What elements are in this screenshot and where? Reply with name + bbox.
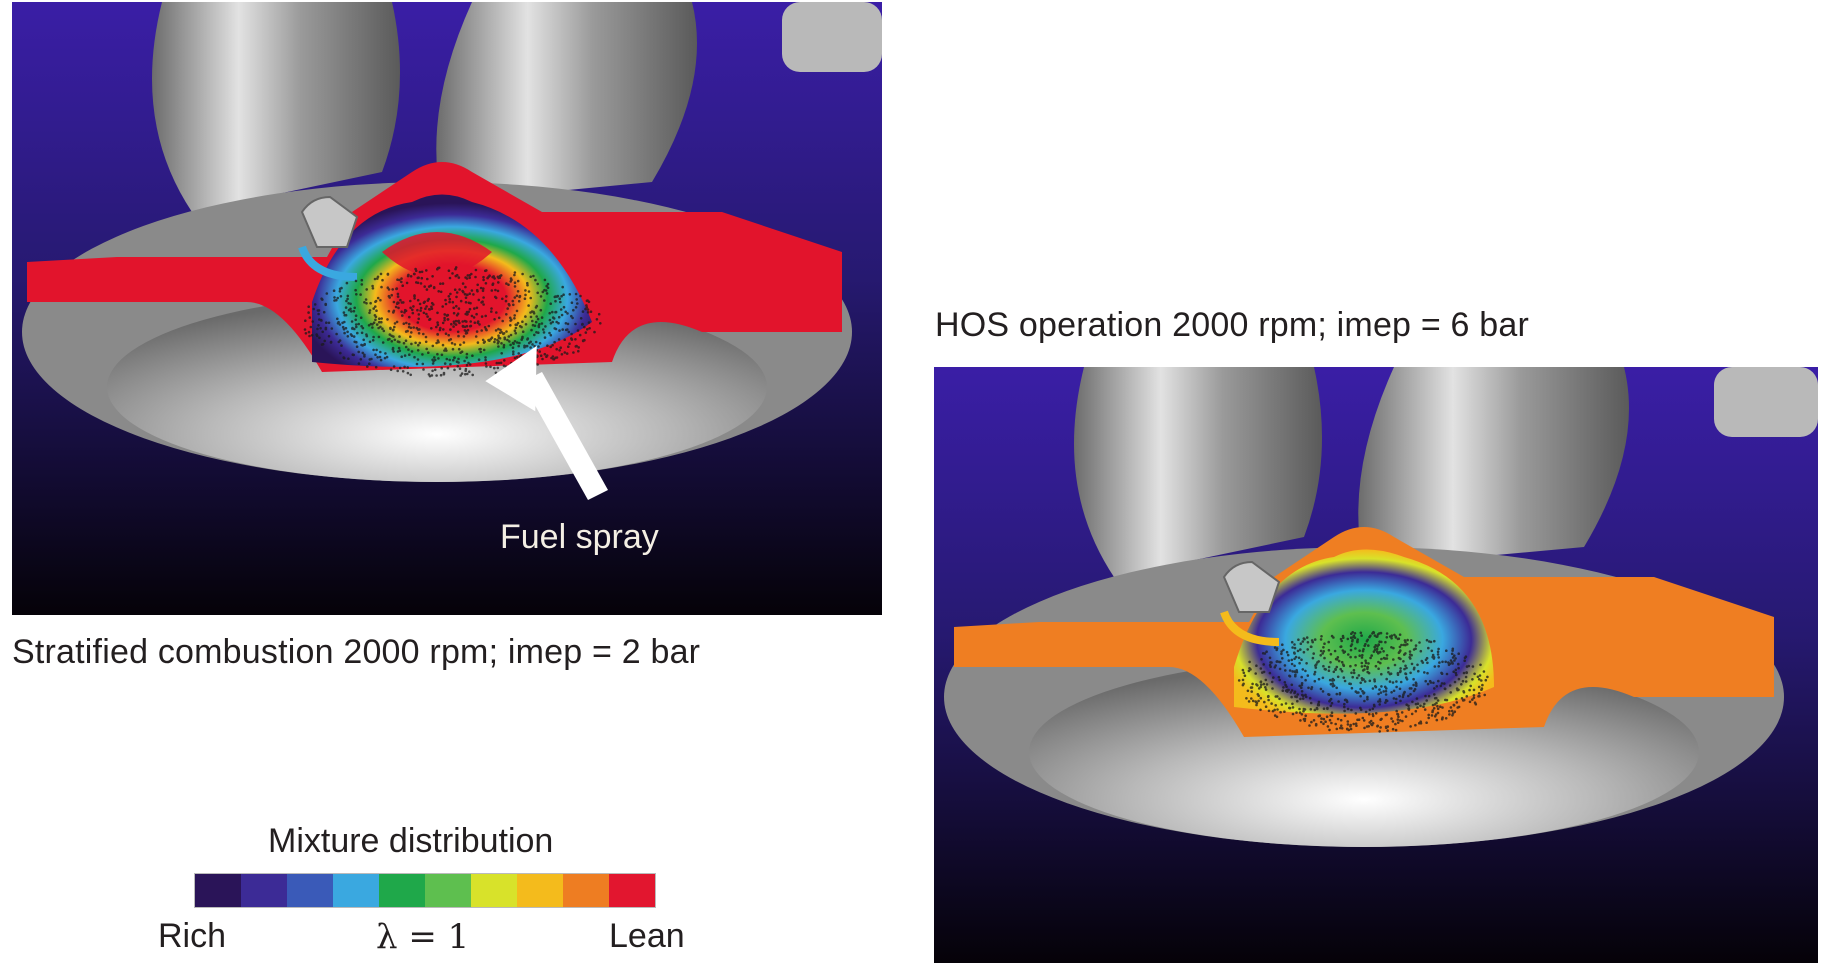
fuel-spray-label: Fuel spray bbox=[500, 518, 659, 556]
fuel-spray-arrow bbox=[485, 345, 608, 500]
legend-swatch-7 bbox=[471, 874, 517, 907]
legend-title: Mixture distribution bbox=[268, 822, 554, 860]
legend-swatch-6 bbox=[425, 874, 471, 907]
stratified-caption: Stratified combustion 2000 rpm; imep = 2… bbox=[12, 633, 701, 671]
legend-swatch-8 bbox=[517, 874, 563, 907]
legend-swatch-2 bbox=[241, 874, 287, 907]
stratified-combustion-image bbox=[12, 2, 882, 615]
hos-operation-image bbox=[934, 367, 1818, 963]
legend-swatch-1 bbox=[195, 874, 241, 907]
hos-caption: HOS operation 2000 rpm; imep = 6 bar bbox=[935, 306, 1530, 344]
legend-swatch-5 bbox=[379, 874, 425, 907]
stratified-combustion-render bbox=[12, 2, 882, 615]
legend-rich-label: Rich bbox=[158, 917, 227, 955]
mixture-color-scale bbox=[194, 873, 656, 908]
legend-stoich-label: λ = 1 bbox=[376, 917, 470, 957]
hos-operation-render bbox=[934, 367, 1818, 963]
legend-swatch-3 bbox=[287, 874, 333, 907]
legend-swatch-4 bbox=[333, 874, 379, 907]
legend-lean-label: Lean bbox=[609, 917, 685, 955]
legend-swatch-9 bbox=[563, 874, 609, 907]
legend-swatch-10 bbox=[609, 874, 655, 907]
